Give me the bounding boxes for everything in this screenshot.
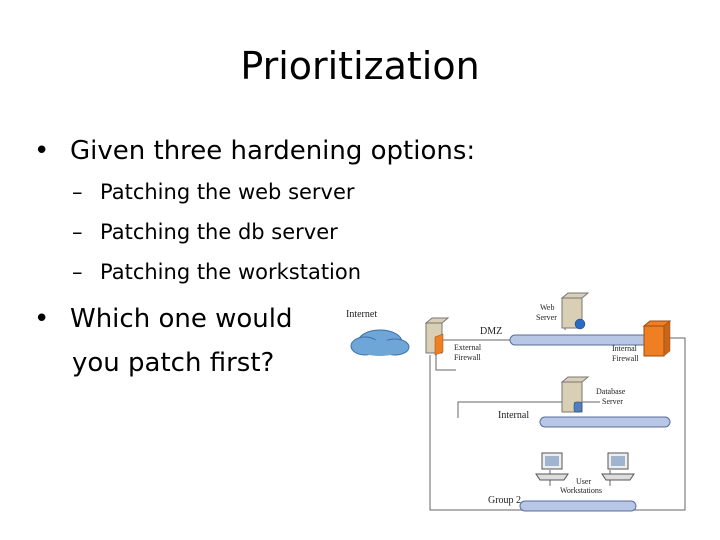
workstation-icon-right [601, 452, 635, 481]
label-database-server-2: Server [602, 397, 623, 406]
sub-item-db-server: – Patching the db server [72, 218, 338, 246]
workstation-icon-left [535, 452, 569, 481]
label-group-2: Group 2 [488, 495, 521, 506]
bullet-which-text-line-2: you patch first? [72, 348, 275, 378]
bullet-hardening-options: • Given three hardening options: [34, 134, 476, 168]
label-web-server-1: Web [540, 303, 554, 312]
sub-item-web-server: – Patching the web server [72, 178, 355, 206]
label-internet: Internet [346, 309, 377, 320]
internet-cloud-icon [350, 329, 410, 356]
sub-item-text: Patching the web server [100, 180, 355, 204]
label-internal-firewall-2: Firewall [612, 354, 639, 363]
database-cylinder-icon [573, 401, 583, 413]
group-2-network-bar [519, 500, 637, 512]
bullet-which-text-line-1: Which one would [70, 304, 293, 334]
dash: – [72, 180, 83, 204]
label-external-firewall-1: External [454, 343, 482, 352]
web-server-icon [560, 292, 590, 330]
database-server-icon [560, 376, 590, 413]
bullet-dot: • [34, 304, 50, 334]
bullet-which-first: • Which one would [34, 302, 293, 336]
label-internal-firewall-1: Internal [612, 344, 638, 353]
external-firewall-server-icon [424, 317, 450, 356]
sub-item-text: Patching the workstation [100, 260, 362, 284]
internal-firewall-icon [642, 320, 672, 357]
sub-item-workstation: – Patching the workstation [72, 258, 362, 286]
internal-network-bar [539, 416, 671, 428]
bullet-which-first-continued: you patch first? [72, 346, 274, 380]
globe-icon [574, 318, 586, 330]
label-user-workstations-2: Workstations [560, 486, 602, 495]
dash: – [72, 220, 83, 244]
label-user-workstations-1: User [576, 477, 591, 486]
bullet-dot: • [34, 136, 50, 166]
label-internal: Internal [498, 410, 529, 421]
sub-item-text: Patching the db server [100, 220, 338, 244]
label-database-server-1: Database [596, 387, 626, 396]
slide-title: Prioritization [240, 44, 480, 88]
network-diagram: Internet External Firewall Web Server DM… [346, 292, 686, 512]
label-web-server-2: Server [536, 313, 557, 322]
label-external-firewall-2: Firewall [454, 353, 481, 362]
bullet-hardening-text: Given three hardening options: [70, 136, 476, 166]
label-dmz: DMZ [480, 326, 502, 337]
dash: – [72, 260, 83, 284]
